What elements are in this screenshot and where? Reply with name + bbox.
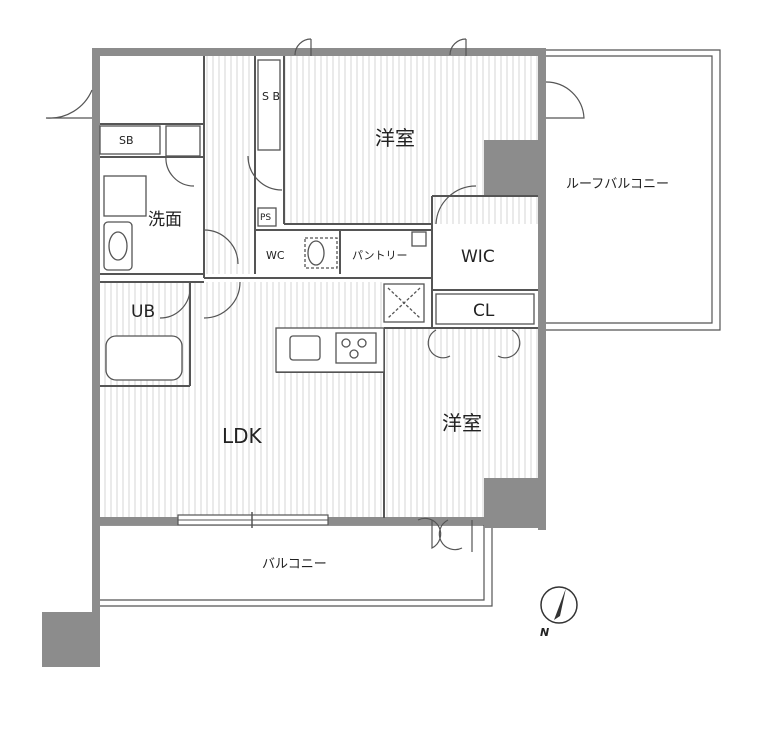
room-label-unit-bath: UB — [131, 302, 155, 322]
door-swings — [45, 38, 585, 552]
room-label-shoe-box: SB — [119, 134, 134, 147]
room-label-pipe-space: PS — [260, 213, 271, 223]
room-label-western-south: 洋室 — [442, 411, 482, 435]
room-label-roof-balcony: ルーフバルコニー — [566, 177, 669, 192]
sliding-window — [177, 512, 329, 528]
room-label-ldk: LDK — [222, 424, 263, 448]
washing-machine-icon — [103, 175, 147, 217]
room-label-washroom: 洗面 — [148, 210, 182, 230]
room-label-balcony: バルコニー — [262, 557, 327, 572]
sink-icon — [289, 335, 321, 361]
floor-hatching — [100, 56, 540, 518]
washbasin-icon — [103, 221, 133, 271]
outer-walls — [42, 48, 546, 667]
shoe-box — [99, 125, 161, 155]
fixtures — [99, 59, 535, 381]
north-arrow-icon: N — [540, 586, 578, 639]
room-label-western-north: 洋室 — [375, 126, 415, 150]
room-label-wic: WIC — [461, 247, 495, 267]
toilet-icon — [304, 237, 338, 269]
room-label-wc: WC — [266, 249, 285, 262]
stove-icon — [335, 332, 377, 364]
compass-label: N — [540, 626, 549, 639]
storage-shelf — [257, 59, 281, 151]
room-label-storage: S B — [262, 90, 280, 103]
bathtub-icon — [105, 335, 183, 381]
room-label-closet: CL — [473, 301, 495, 321]
roof-balcony-outline — [545, 49, 721, 331]
room-label-pantry: パントリー — [352, 249, 408, 262]
pipe-space-box — [257, 207, 277, 227]
